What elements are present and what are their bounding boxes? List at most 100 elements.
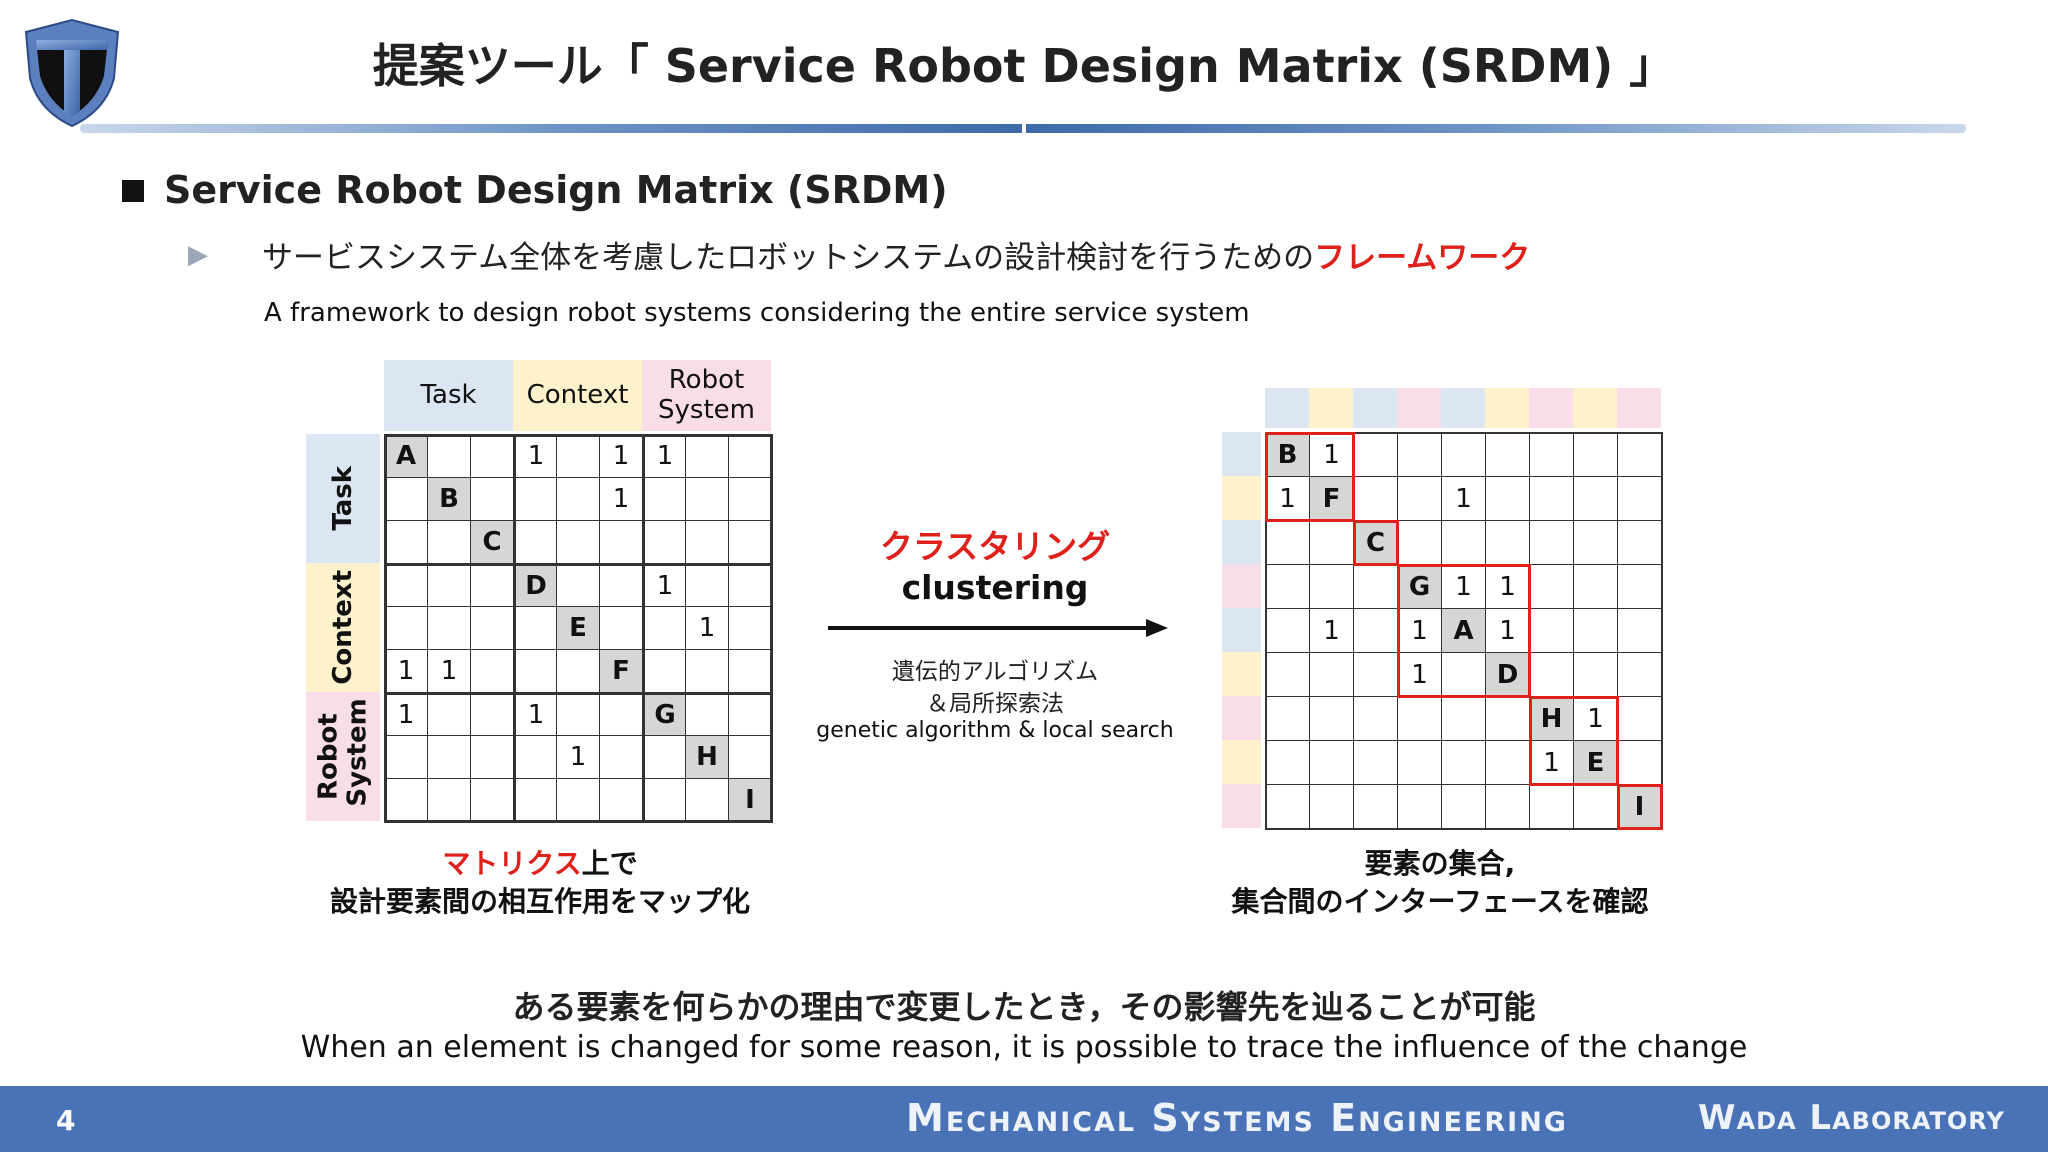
matrix-cell: 1: [1485, 608, 1530, 653]
row-type-strip: [1222, 476, 1261, 520]
matrix-cell: [1265, 564, 1310, 609]
column-type-strip: [1573, 388, 1617, 428]
matrix-cell: [1485, 784, 1530, 829]
matrix-cell: [384, 520, 428, 564]
matrix-cell: [1485, 432, 1530, 477]
column-type-strip: [1353, 388, 1397, 428]
slide-title: 提案ツール「 Service Robot Design Matrix (SRDM…: [372, 39, 1676, 93]
description-jp: サービスシステム全体を考慮したロボットシステムの設計検討を行うためのフレームワー…: [262, 232, 1530, 277]
matrix-cell: [685, 434, 729, 478]
row-type-strip: [1222, 784, 1261, 828]
matrix-cell: [728, 520, 772, 564]
matrix-cell: [642, 606, 686, 650]
matrix-cell: [599, 735, 643, 779]
matrix-cell: [1485, 520, 1530, 565]
matrix-cell: [1441, 740, 1486, 785]
matrix-cell: [1397, 476, 1442, 521]
matrix-cell: [1265, 740, 1310, 785]
matrix-cell: [470, 606, 514, 650]
conclusion-jp: ある要素を何らかの理由で変更したとき，その影響先を辿ることが可能: [512, 988, 1536, 1026]
matrix-cell: [470, 735, 514, 779]
column-type-strip: [1397, 388, 1441, 428]
column-type-strip: [1485, 388, 1529, 428]
matrix-cell: [1529, 432, 1574, 477]
matrix-cell: [1397, 432, 1442, 477]
col-header-task: Task: [384, 360, 513, 431]
col-header-context-label: Context: [526, 379, 629, 410]
matrix-cell: [1397, 520, 1442, 565]
method-en: genetic algorithm & local search: [816, 718, 1174, 743]
right-caption-line2: 集合間のインターフェースを確認: [1231, 885, 1649, 918]
footer-bar: [0, 1086, 2048, 1152]
left-design-matrix: Task Context Robot System Task Context R…: [306, 360, 776, 826]
matrix-diagonal-cell: G: [1397, 564, 1442, 609]
matrix-cell: [1485, 740, 1530, 785]
matrix-cell: 1: [642, 434, 686, 478]
matrix-cell: 1: [1309, 608, 1354, 653]
page-number: 4: [56, 1104, 76, 1137]
col-header-context: Context: [513, 360, 642, 431]
matrix-cell: [470, 649, 514, 693]
matrix-cell: [1441, 652, 1486, 697]
footer-laboratory: Wada Laboratory: [1698, 1098, 2005, 1138]
matrix-cell: 1: [384, 649, 428, 693]
matrix-cell: [1573, 520, 1618, 565]
matrix-cell: [642, 735, 686, 779]
heading-square-bullet-icon: [122, 180, 144, 202]
matrix-cell: [427, 735, 471, 779]
matrix-outer-border: [384, 434, 773, 823]
row-header-robot: Robot System: [306, 692, 380, 821]
matrix-cell: [1353, 652, 1398, 697]
description-jp-main: サービスシステム全体を考慮したロボットシステムの設計検討を行うための: [262, 240, 1315, 276]
row-type-strip: [1222, 696, 1261, 740]
matrix-cell: [1309, 520, 1354, 565]
matrix-cell: [642, 778, 686, 822]
clustering-label-en: clustering: [901, 568, 1089, 607]
matrix-cell: [728, 563, 772, 607]
method-jp-line2: ＆局所探索法: [926, 691, 1064, 717]
left-caption-line2: 設計要素間の相互作用をマップ化: [329, 885, 750, 918]
triangle-bullet-icon: ▶: [188, 240, 208, 270]
row-type-strip: [1222, 432, 1261, 476]
matrix-cell: 1: [513, 692, 557, 736]
matrix-diagonal-cell: H: [685, 735, 729, 779]
matrix-diagonal-cell: A: [1441, 608, 1486, 653]
matrix-cell: [556, 434, 600, 478]
column-type-strip: [1309, 388, 1353, 428]
matrix-cell: [427, 606, 471, 650]
matrix-diagonal-cell: B: [427, 477, 471, 521]
matrix-diagonal-cell: E: [556, 606, 600, 650]
lab-shield-logo: [24, 18, 120, 128]
matrix-cell: 1: [599, 477, 643, 521]
right-arrow-icon: [828, 619, 1168, 637]
left-caption-line1: マトリクス上で: [300, 842, 780, 882]
matrix-cell: [1529, 520, 1574, 565]
matrix-cell: [1617, 740, 1662, 785]
matrix-cell: [1265, 784, 1310, 829]
column-type-strip: [1617, 388, 1661, 428]
matrix-diagonal-cell: E: [1573, 740, 1618, 785]
title-underline-gap: [1022, 124, 1026, 133]
conclusion-en: When an element is changed for some reas…: [300, 1030, 1748, 1065]
left-caption-highlight: マトリクス: [442, 847, 582, 880]
clustering-label-jp: クラスタリング: [879, 527, 1111, 566]
matrix-diagonal-cell: I: [728, 778, 772, 822]
matrix-cell: [556, 563, 600, 607]
matrix-diagonal-cell: D: [513, 563, 557, 607]
col-header-robot-label: Robot System: [658, 364, 755, 425]
col-header-robot: Robot System: [642, 360, 771, 431]
column-type-strip: [1265, 388, 1309, 428]
col-header-task-label: Task: [420, 379, 477, 410]
matrix-cell: 1: [427, 649, 471, 693]
matrix-cell: [1573, 608, 1618, 653]
matrix-cell: [1309, 784, 1354, 829]
matrix-cell: [642, 520, 686, 564]
matrix-cell: [1397, 784, 1442, 829]
matrix-cell: [470, 477, 514, 521]
matrix-cell: [427, 692, 471, 736]
row-header-task-label: Task: [327, 466, 358, 531]
matrix-cell: [685, 778, 729, 822]
row-type-strip: [1222, 652, 1261, 696]
footer-department: Mechanical Systems Engineering: [906, 1096, 1568, 1140]
